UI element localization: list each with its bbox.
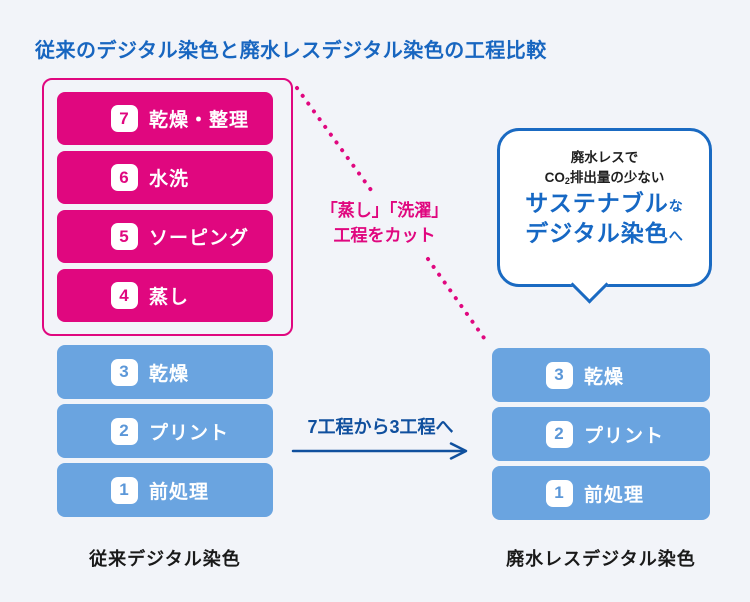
step-label: 前処理 <box>149 481 210 503</box>
step-label: 水洗 <box>149 169 190 190</box>
right-process-title: 廃水レスデジタル染色 <box>506 549 696 569</box>
step-box-right-1: 1 前処理 <box>492 466 710 520</box>
step-box-right-2: 2 プリント <box>492 407 710 461</box>
step-box-left-1: 1 前処理 <box>57 463 273 517</box>
left-process-title: 従来デジタル染色 <box>89 549 241 569</box>
cut-process-note: 「蒸し」「洗濯」 工程をカット <box>302 199 467 248</box>
right-steps-column: 3 乾燥 2 プリント 1 前処理 <box>492 348 710 520</box>
step-box-left-2: 2 プリント <box>57 404 273 458</box>
cut-note-line2: 工程をカット <box>333 225 436 245</box>
page-title: 従来のデジタル染色と廃水レスデジタル染色の工程比較 <box>35 40 547 62</box>
step-box-7: 7 乾燥・整理 <box>57 92 273 145</box>
step-label: プリント <box>149 422 230 444</box>
step-number-badge: 2 <box>111 417 138 445</box>
step-box-5: 5 ソーピング <box>57 210 273 263</box>
step-label: 乾燥 <box>149 363 190 385</box>
process-arrow-label: 7工程から3工程へ <box>307 417 454 437</box>
bubble-line2: CO2排出量の少ない <box>544 169 665 186</box>
step-label: 蒸し <box>149 287 190 308</box>
step-label: ソーピング <box>149 228 250 249</box>
cut-note-line1: 「蒸し」「洗濯」 <box>320 201 449 220</box>
sustainable-speech-bubble: 廃水レスで CO2排出量の少ない サステナブルな デジタル染色へ <box>497 128 712 287</box>
step-number-badge: 5 <box>111 223 138 250</box>
step-number-badge: 3 <box>111 358 138 386</box>
step-number-badge: 4 <box>111 282 138 309</box>
step-label: プリント <box>584 425 665 447</box>
step-label: 乾燥 <box>584 366 625 388</box>
step-box-right-3: 3 乾燥 <box>492 348 710 402</box>
step-label: 前処理 <box>584 484 645 506</box>
step-number-badge: 2 <box>546 420 573 448</box>
step-number-badge: 6 <box>111 164 138 191</box>
step-label: 乾燥・整理 <box>149 110 250 131</box>
step-number-badge: 7 <box>111 105 138 132</box>
bubble-line1: 廃水レスで <box>570 150 639 165</box>
dotted-connector-bottom <box>426 257 491 347</box>
cut-steps-group: 7 乾燥・整理 6 水洗 5 ソーピング 4 蒸し <box>42 78 293 336</box>
step-number-badge: 3 <box>546 361 573 389</box>
step-box-6: 6 水洗 <box>57 151 273 204</box>
dotted-connector-top <box>295 86 373 192</box>
bubble-line3: サステナブルな <box>525 189 684 216</box>
process-arrow-head <box>449 442 468 460</box>
step-box-4: 4 蒸し <box>57 269 273 322</box>
left-kept-steps-column: 3 乾燥 2 プリント 1 前処理 <box>57 345 273 517</box>
co2-subscript: 2 <box>564 175 570 186</box>
step-box-left-3: 3 乾燥 <box>57 345 273 399</box>
step-number-badge: 1 <box>111 476 138 504</box>
bubble-line4: デジタル染色へ <box>525 219 684 246</box>
step-number-badge: 1 <box>546 479 573 507</box>
